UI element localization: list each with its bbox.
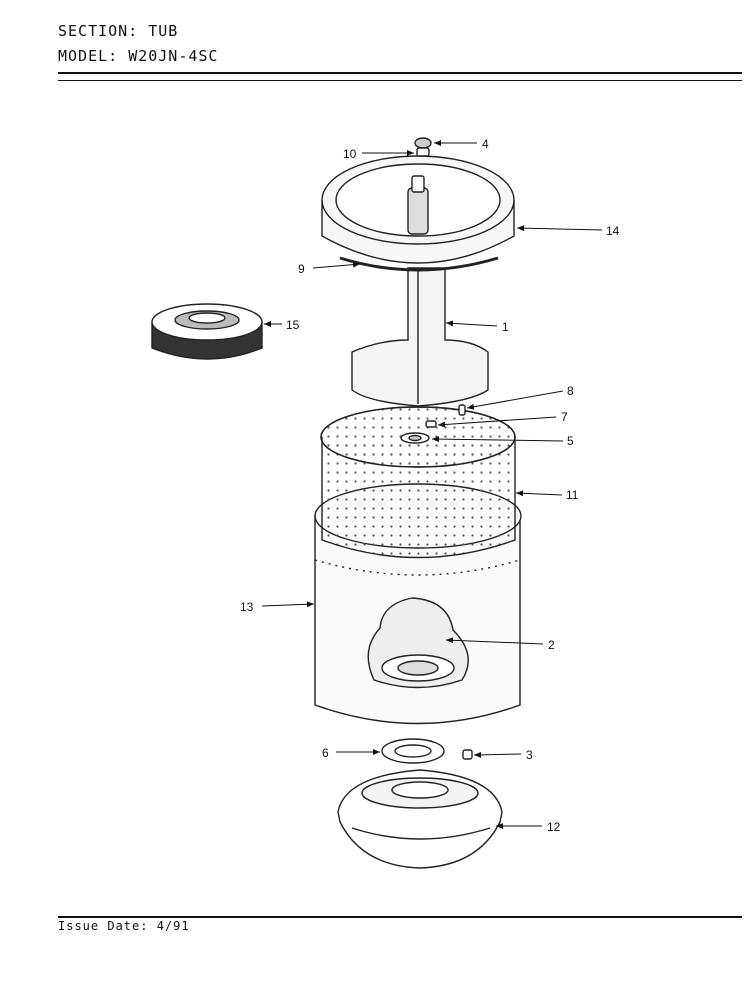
part-12-base-plate	[337, 769, 503, 869]
header-rule-bottom	[58, 80, 742, 81]
callout-12: 12	[547, 820, 561, 834]
model-label: MODEL:	[58, 47, 119, 65]
section-label: SECTION:	[58, 22, 139, 40]
callout-2: 2	[548, 638, 555, 652]
parts-4-10-cap	[414, 137, 432, 157]
part-3-screw	[462, 749, 473, 760]
callout-14: 14	[606, 224, 620, 238]
header-rule-top	[58, 72, 742, 74]
callout-8: 8	[567, 384, 574, 398]
callout-13: 13	[240, 600, 254, 614]
callout-1: 1	[502, 320, 509, 334]
part-6-gasket	[381, 738, 445, 764]
part-1-agitator	[351, 267, 489, 407]
parts-5-7-8-hub	[400, 404, 466, 444]
section-value: TUB	[148, 22, 179, 40]
callout-5: 5	[567, 434, 574, 448]
footer-rule	[58, 916, 742, 918]
callout-leaders	[261, 140, 603, 829]
part-15-balance-ring	[151, 303, 263, 360]
callout-11: 11	[566, 488, 579, 502]
callout-4: 4	[482, 137, 489, 151]
callout-7: 7	[561, 410, 568, 424]
issue-date: Issue Date: 4/91	[58, 919, 190, 933]
section-line: SECTION: TUB	[58, 22, 178, 40]
callout-3: 3	[526, 748, 533, 762]
parts-drawing	[151, 137, 522, 869]
callout-15: 15	[286, 318, 300, 332]
callout-10: 10	[343, 147, 357, 161]
part-11-basket	[320, 406, 516, 559]
callout-6: 6	[322, 746, 329, 760]
model-value: W20JN-4SC	[128, 47, 219, 65]
part-14-tub-ring	[321, 155, 515, 264]
model-line: MODEL: W20JN-4SC	[58, 47, 218, 65]
callout-9: 9	[298, 262, 305, 276]
callout-labels: 4 10 14 9 1 15 8 7 5 11 13 2 6 3 12	[240, 137, 620, 834]
